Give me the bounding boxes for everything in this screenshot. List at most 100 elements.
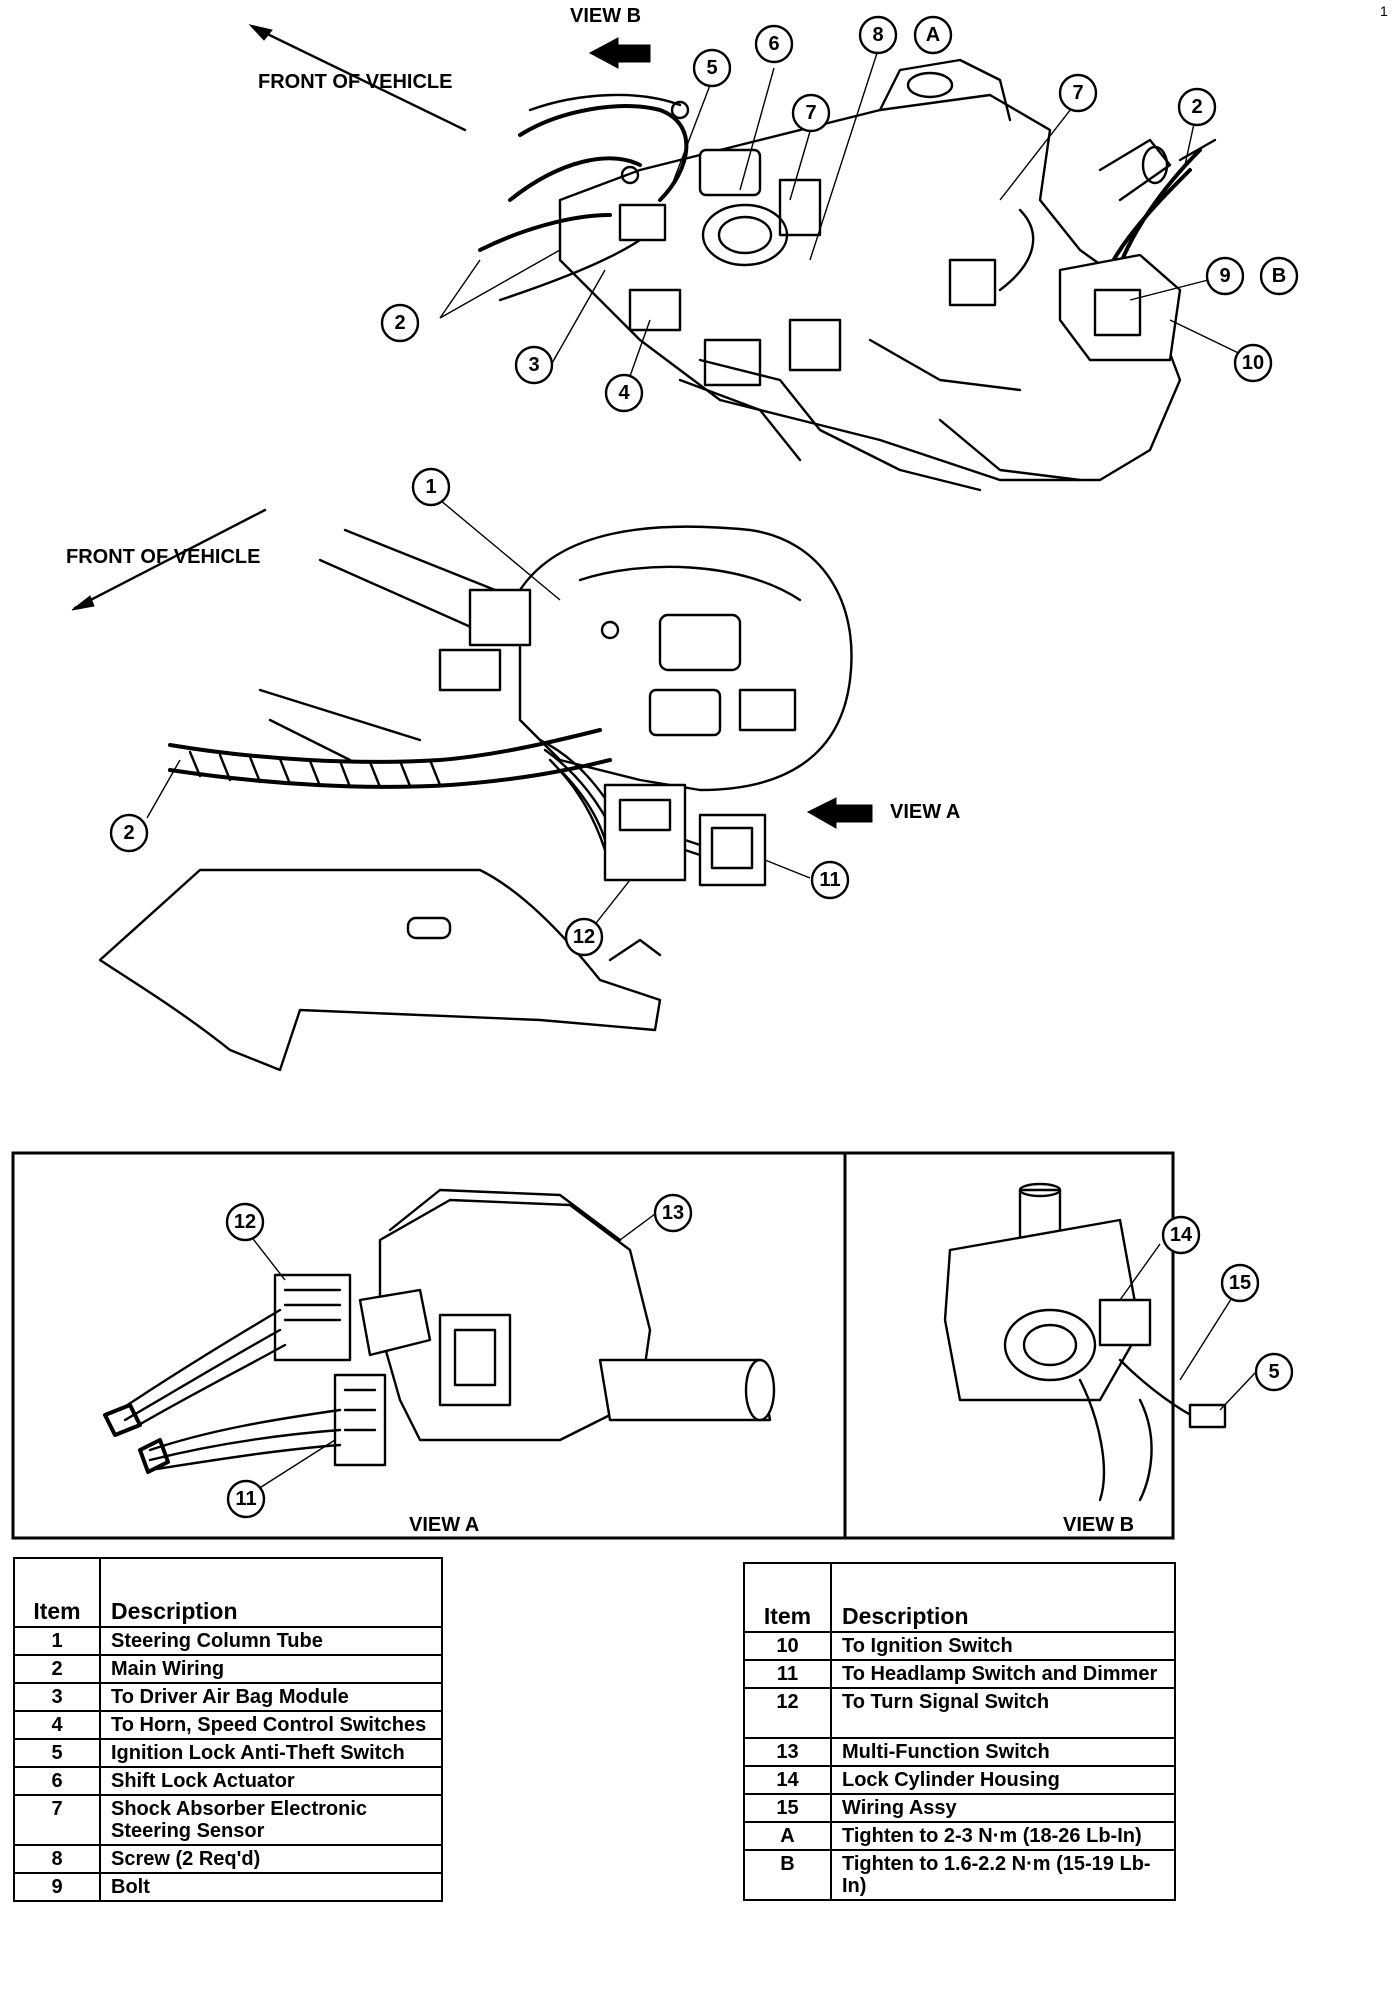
callout-9-top: 9 bbox=[1205, 256, 1245, 296]
svg-text:11: 11 bbox=[819, 869, 840, 891]
legend-item-number: 14 bbox=[743, 1765, 832, 1795]
legend-left-header-item: Item bbox=[13, 1557, 101, 1628]
legend-item-description: Shift Lock Actuator bbox=[99, 1766, 443, 1796]
view-b-arrow-label: VIEW B bbox=[570, 5, 641, 27]
callout-10-top: 10 bbox=[1233, 343, 1273, 383]
callout-7-top-right: 7 bbox=[1058, 73, 1098, 113]
svg-text:12: 12 bbox=[234, 1211, 256, 1233]
legend-item-number: 6 bbox=[13, 1766, 101, 1796]
detail-panel-frame bbox=[11, 1151, 1175, 1540]
legend-item-number: 10 bbox=[743, 1631, 832, 1661]
legend-item-number: 9 bbox=[13, 1872, 101, 1902]
callout-A-top: A bbox=[913, 15, 953, 55]
legend-item-number: 4 bbox=[13, 1710, 101, 1740]
svg-text:2: 2 bbox=[1191, 96, 1202, 118]
legend-item-number: 8 bbox=[13, 1844, 101, 1874]
legend-item-description: To Turn Signal Switch bbox=[830, 1687, 1176, 1739]
view-a-arrow-icon bbox=[806, 797, 873, 829]
svg-text:5: 5 bbox=[706, 57, 717, 79]
svg-text:9: 9 bbox=[1219, 265, 1230, 287]
svg-text:1: 1 bbox=[425, 476, 436, 498]
view-a-drawing bbox=[103, 1188, 776, 1490]
front-of-vehicle-label-top: FRONT OF VEHICLE bbox=[258, 71, 452, 93]
callout-2-top-left: 2 bbox=[380, 303, 420, 343]
front-of-vehicle-label-mid: FRONT OF VEHICLE bbox=[66, 546, 260, 568]
svg-text:6: 6 bbox=[768, 33, 779, 55]
legend-item-description: Tighten to 1.6-2.2 N·m (15-19 Lb-In) bbox=[830, 1849, 1176, 1901]
legend-item-description: Main Wiring bbox=[99, 1654, 443, 1684]
callout-3-top: 3 bbox=[514, 345, 554, 385]
callout-5-top: 5 bbox=[692, 48, 732, 88]
legend-item-description: To Horn, Speed Control Switches bbox=[99, 1710, 443, 1740]
legend-item-number: 7 bbox=[13, 1794, 101, 1846]
svg-text:10: 10 bbox=[1242, 352, 1264, 374]
callout-12-mid: 12 bbox=[564, 917, 604, 957]
callout-2-mid: 2 bbox=[109, 813, 149, 853]
legend-item-description: Lock Cylinder Housing bbox=[830, 1765, 1176, 1795]
svg-text:7: 7 bbox=[1072, 82, 1083, 104]
legend-item-number: 2 bbox=[13, 1654, 101, 1684]
legend-left-header-description: Description bbox=[99, 1557, 443, 1628]
legend-item-description: Tighten to 2-3 N·m (18-26 Lb-In) bbox=[830, 1821, 1176, 1851]
legend-item-description: Multi-Function Switch bbox=[830, 1737, 1176, 1767]
legend-item-number: 1 bbox=[13, 1626, 101, 1656]
middle-assembly-drawing: FRONT OF VEHICLE VIEW A bbox=[66, 499, 960, 1072]
callout-8-top: 8 bbox=[858, 15, 898, 55]
svg-text:4: 4 bbox=[618, 382, 630, 404]
legend-item-description: Screw (2 Req'd) bbox=[99, 1844, 443, 1874]
view-b-drawing bbox=[943, 1182, 1256, 1502]
callout-7-top-left: 7 bbox=[791, 93, 831, 133]
svg-text:3: 3 bbox=[528, 354, 539, 376]
svg-text:5: 5 bbox=[1268, 1361, 1279, 1383]
callout-14-view-b: 14 bbox=[1161, 1215, 1201, 1255]
svg-text:2: 2 bbox=[394, 312, 405, 334]
callout-13-view-a: 13 bbox=[653, 1193, 693, 1233]
view-a-arrow-label: VIEW A bbox=[890, 801, 960, 823]
svg-text:B: B bbox=[1272, 265, 1286, 287]
top-callouts: 5 6 7 8 A 7 2 9 B 10 2 3 4 bbox=[380, 15, 1299, 413]
corner-mark: 1 bbox=[1380, 3, 1388, 19]
svg-text:11: 11 bbox=[235, 1488, 256, 1510]
legend-item-description: To Headlamp Switch and Dimmer bbox=[830, 1659, 1176, 1689]
callout-12-view-a: 12 bbox=[225, 1202, 265, 1242]
svg-text:13: 13 bbox=[662, 1202, 684, 1224]
view-a-caption: VIEW A bbox=[409, 1514, 479, 1536]
view-b-caption: VIEW B bbox=[1063, 1514, 1134, 1536]
legend-item-description: Steering Column Tube bbox=[99, 1626, 443, 1656]
legend-item-number: 12 bbox=[743, 1687, 832, 1739]
callout-B-top: B bbox=[1259, 256, 1299, 296]
legend-item-number: 3 bbox=[13, 1682, 101, 1712]
legend-item-number: 15 bbox=[743, 1793, 832, 1823]
legend-item-number: B bbox=[743, 1849, 832, 1901]
legend-item-number: 5 bbox=[13, 1738, 101, 1768]
detail-panels: 12 13 11 VIEW A 14 15 5 VIEW B bbox=[11, 1151, 1294, 1540]
legend-item-description: To Ignition Switch bbox=[830, 1631, 1176, 1661]
callout-6-top: 6 bbox=[754, 24, 794, 64]
svg-text:8: 8 bbox=[872, 24, 883, 46]
callout-11-mid: 11 bbox=[810, 860, 850, 900]
svg-text:2: 2 bbox=[123, 822, 134, 844]
svg-text:15: 15 bbox=[1229, 1272, 1251, 1294]
callout-11-view-a: 11 bbox=[226, 1479, 266, 1519]
legend-item-description: Wiring Assy bbox=[830, 1793, 1176, 1823]
